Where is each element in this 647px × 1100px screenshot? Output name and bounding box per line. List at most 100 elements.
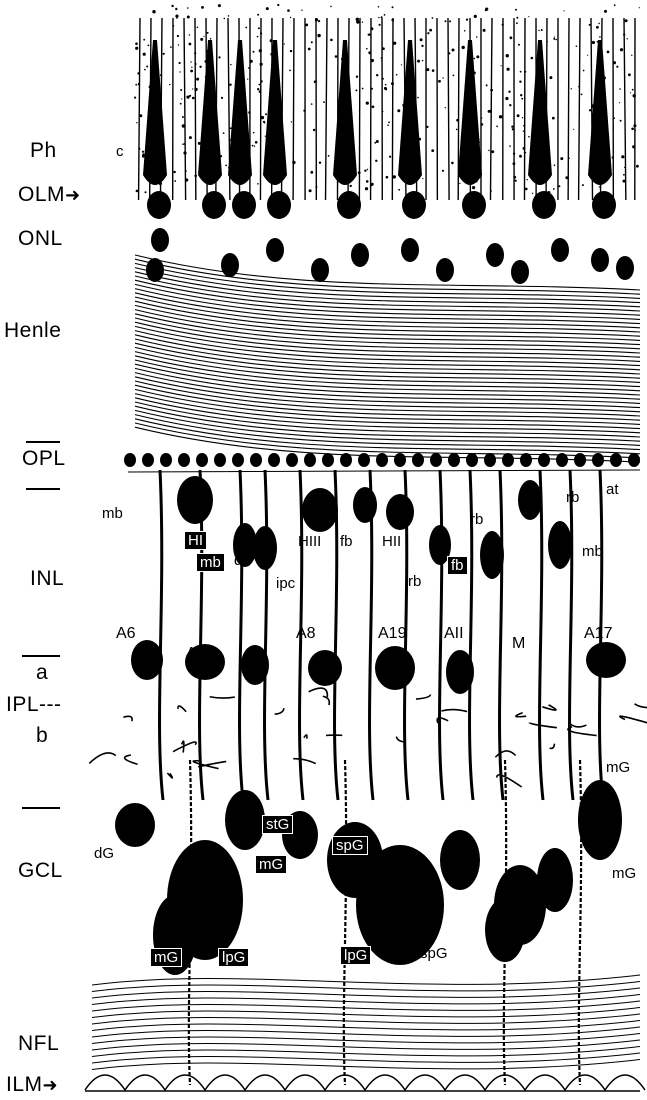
- cell-label-rb: rb: [470, 512, 483, 527]
- cell-label-aii: AII: [444, 626, 464, 642]
- rod-fiber: [624, 18, 626, 200]
- henle-fiber: [135, 314, 640, 349]
- ipl-dendrite: [89, 753, 116, 763]
- amacrine-cell: [375, 646, 415, 690]
- cell-label-lpg: lpG: [218, 948, 249, 967]
- speckle-dot: [175, 15, 178, 18]
- speckle-dot: [266, 7, 269, 10]
- henle-fiber: [135, 280, 640, 315]
- speckle-dot: [189, 43, 192, 46]
- speckle-dot: [508, 91, 510, 93]
- rod-nucleus: [591, 248, 609, 272]
- henle-fiber: [135, 284, 640, 319]
- ipl-dendrite: [568, 727, 597, 736]
- henle-fiber: [135, 364, 640, 399]
- speckle-dot: [431, 149, 434, 152]
- speckle-dot: [218, 56, 220, 58]
- cell-label-mg: mG: [150, 948, 182, 967]
- henle-fiber: [135, 318, 640, 353]
- rod-nucleus: [221, 253, 239, 277]
- cell-label-hii: HII: [382, 534, 401, 549]
- speckle-dot: [630, 92, 631, 93]
- henle-fiber: [135, 347, 640, 382]
- layer-label-ipl-a: a: [36, 662, 48, 683]
- photoreceptor-terminal: [394, 453, 406, 467]
- cell-label-a19: A19: [378, 626, 406, 642]
- cell-label-db: db: [234, 553, 251, 568]
- cell-label-a1: A1: [186, 646, 206, 662]
- henle-fiber: [135, 310, 640, 345]
- speckle-dot: [560, 157, 563, 160]
- cell-label-m: M: [512, 636, 525, 652]
- layer-divider-ipl-top: [22, 655, 60, 657]
- speckle-dot: [483, 29, 486, 32]
- speckle-dot: [356, 76, 358, 78]
- ipl-dendrite: [123, 716, 132, 721]
- speckle-dot: [397, 109, 400, 112]
- speckle-dot: [145, 191, 147, 193]
- cell-process: [500, 470, 503, 800]
- speckle-dot: [362, 88, 364, 90]
- bipolar-cell: [518, 480, 542, 520]
- speckle-dot: [364, 170, 366, 172]
- speckle-dot: [520, 94, 522, 96]
- rod-nucleus: [266, 238, 284, 262]
- cell-process: [540, 470, 543, 800]
- cone-cell: [458, 40, 482, 185]
- speckle-dot: [258, 84, 260, 86]
- cone-cell: [333, 40, 357, 185]
- speckle-dot: [362, 21, 363, 22]
- speckle-dot: [538, 30, 539, 31]
- speckle-dot: [218, 4, 221, 7]
- speckle-dot: [453, 75, 455, 77]
- cell-label-c: c: [116, 144, 124, 159]
- cell-label-a17: A17: [584, 626, 612, 642]
- cell-label-ipc: ipc: [276, 576, 295, 591]
- speckle-dot: [366, 102, 369, 105]
- speckle-dot: [143, 53, 146, 56]
- speckle-dot: [135, 42, 138, 45]
- speckle-dot: [284, 43, 285, 44]
- ipl-dendrite: [550, 744, 555, 749]
- speckle-dot: [631, 128, 634, 131]
- photoreceptor-terminal: [556, 453, 568, 467]
- speckle-dot: [517, 114, 520, 117]
- amacrine-cell: [446, 650, 474, 694]
- speckle-dot: [554, 36, 555, 37]
- speckle-dot: [366, 48, 368, 50]
- cell-label-at: at: [606, 482, 619, 497]
- speckle-dot: [136, 190, 139, 193]
- speckle-dot: [632, 89, 634, 91]
- speckle-dot: [187, 7, 189, 9]
- ipl-dendrite: [293, 759, 315, 764]
- cell-process: [440, 470, 443, 800]
- photoreceptor-terminal: [214, 453, 226, 467]
- speckle-dot: [163, 53, 165, 55]
- ipl-dendrite: [416, 695, 431, 700]
- speckle-dot: [619, 102, 620, 103]
- ganglion-cell: [115, 803, 155, 847]
- speckle-dot: [366, 180, 369, 183]
- layer-label-nfl: NFL: [18, 1033, 59, 1054]
- speckle-dot: [265, 113, 267, 115]
- speckle-dot: [381, 16, 383, 18]
- opl-line: [128, 470, 640, 472]
- henle-fiber: [135, 377, 640, 412]
- speckle-dot: [318, 20, 320, 22]
- speckle-dot: [422, 60, 424, 62]
- speckle-dot: [636, 165, 639, 168]
- speckle-dot: [335, 55, 338, 58]
- speckle-dot: [374, 142, 376, 144]
- speckle-dot: [192, 97, 195, 100]
- amacrine-cell: [241, 645, 269, 685]
- speckle-dot: [518, 44, 520, 46]
- speckle-dot: [179, 62, 181, 64]
- speckle-dot: [177, 35, 179, 37]
- photoreceptor-terminal: [466, 453, 478, 467]
- photoreceptor-terminal: [160, 453, 172, 467]
- speckle-dot: [323, 101, 325, 103]
- rod-nucleus: [151, 228, 169, 252]
- speckle-dot: [532, 193, 533, 194]
- speckle-dot: [528, 136, 530, 138]
